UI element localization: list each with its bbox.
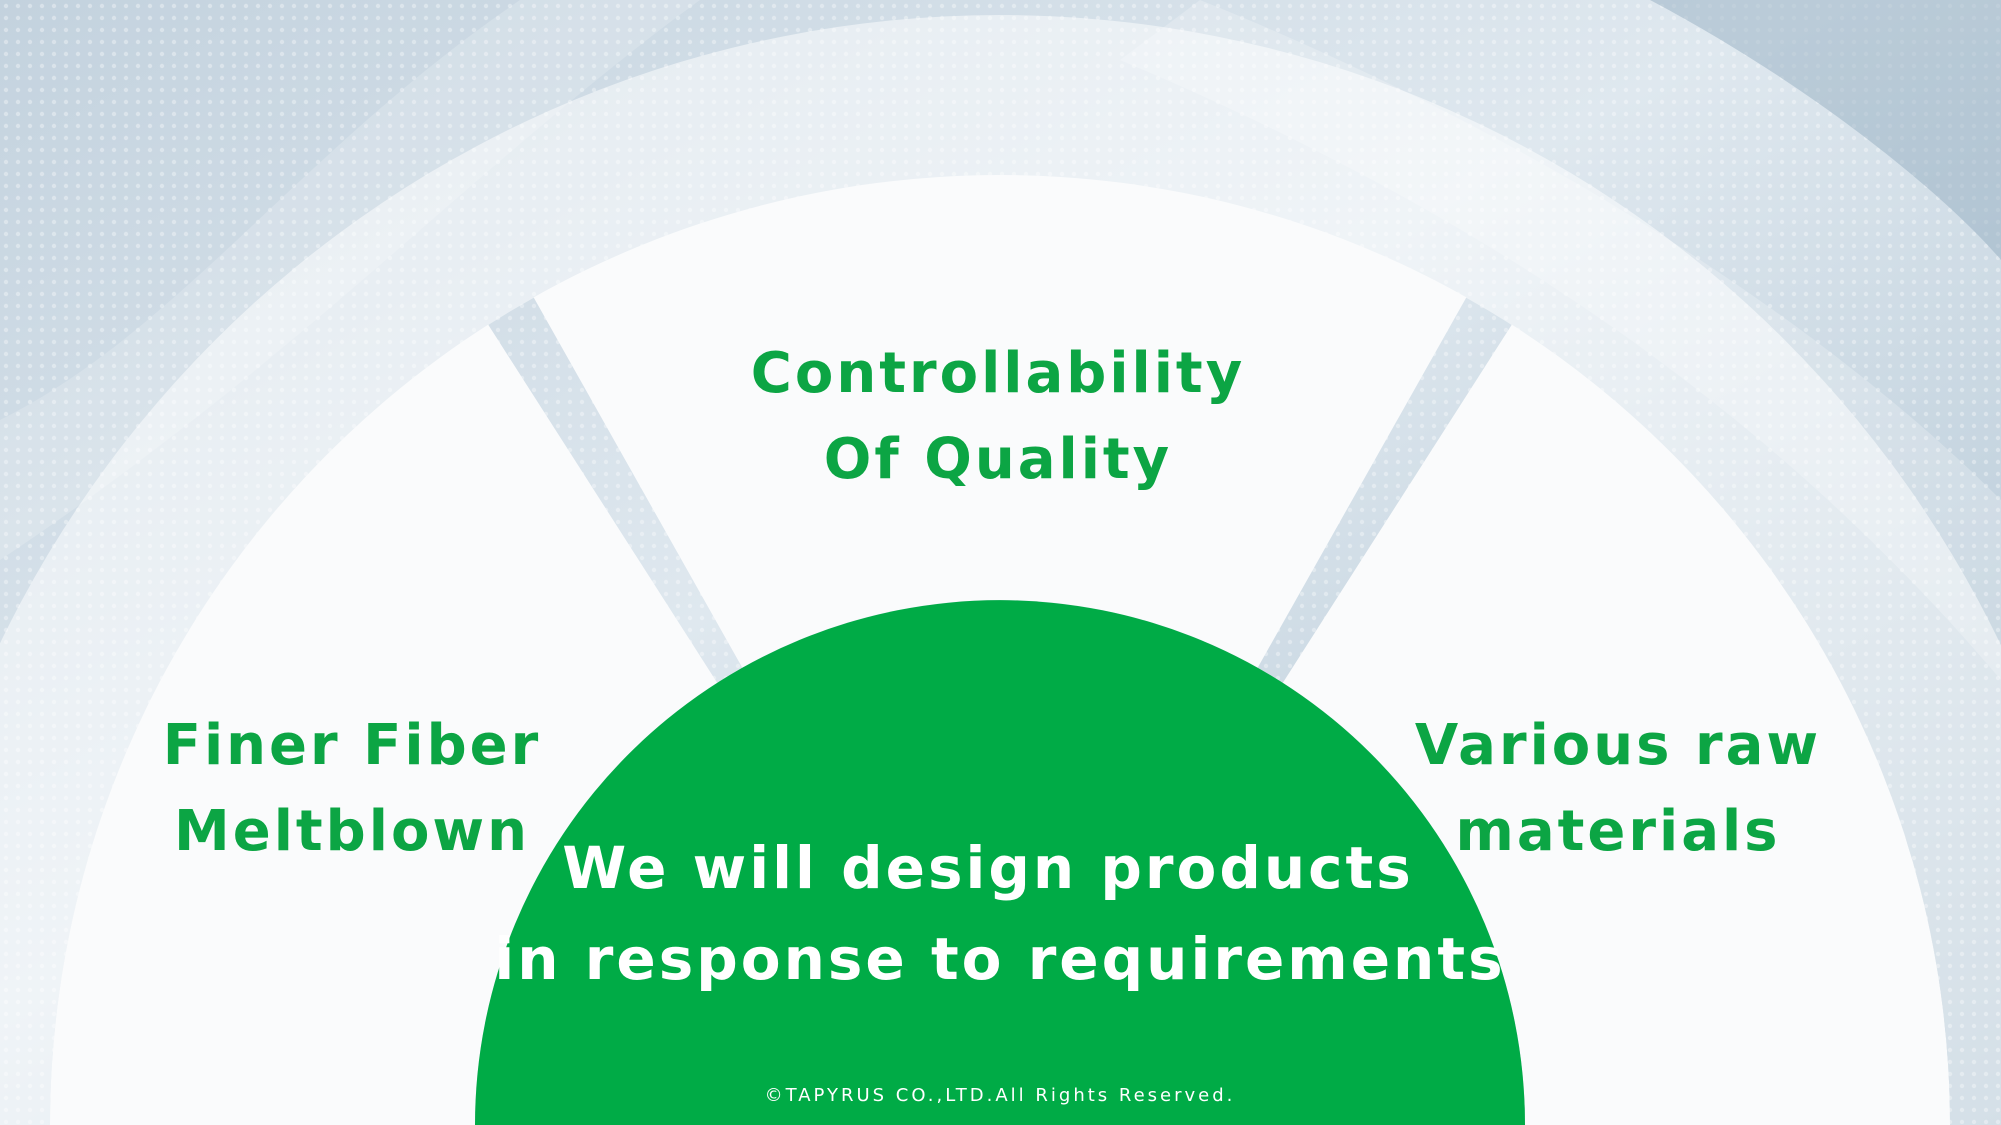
sector-controllability bbox=[533, 175, 1467, 668]
center-line-1: We will design products bbox=[562, 834, 1414, 902]
segment-left-line-2: Meltblown bbox=[174, 799, 530, 864]
segment-right-line-1: Various raw bbox=[1415, 713, 1821, 778]
center-disc bbox=[475, 600, 1525, 1125]
segment-left-line-1: Finer Fiber bbox=[163, 713, 542, 778]
sector-finer-fiber bbox=[50, 324, 718, 1125]
fabric-roll-shadow bbox=[1650, 0, 2001, 260]
segment-right-line-2: materials bbox=[1455, 799, 1780, 864]
outer-ring bbox=[0, 15, 2001, 1125]
sector-raw-materials bbox=[1282, 324, 1950, 1125]
center-line-2: in response to requirements bbox=[494, 925, 1505, 993]
segment-top-line-1: Controllability bbox=[751, 341, 1245, 406]
copyright-notice: ©TAPYRUS CO.,LTD.All Rights Reserved. bbox=[765, 1085, 1236, 1106]
segment-top-line-2: Of Quality bbox=[824, 427, 1172, 492]
